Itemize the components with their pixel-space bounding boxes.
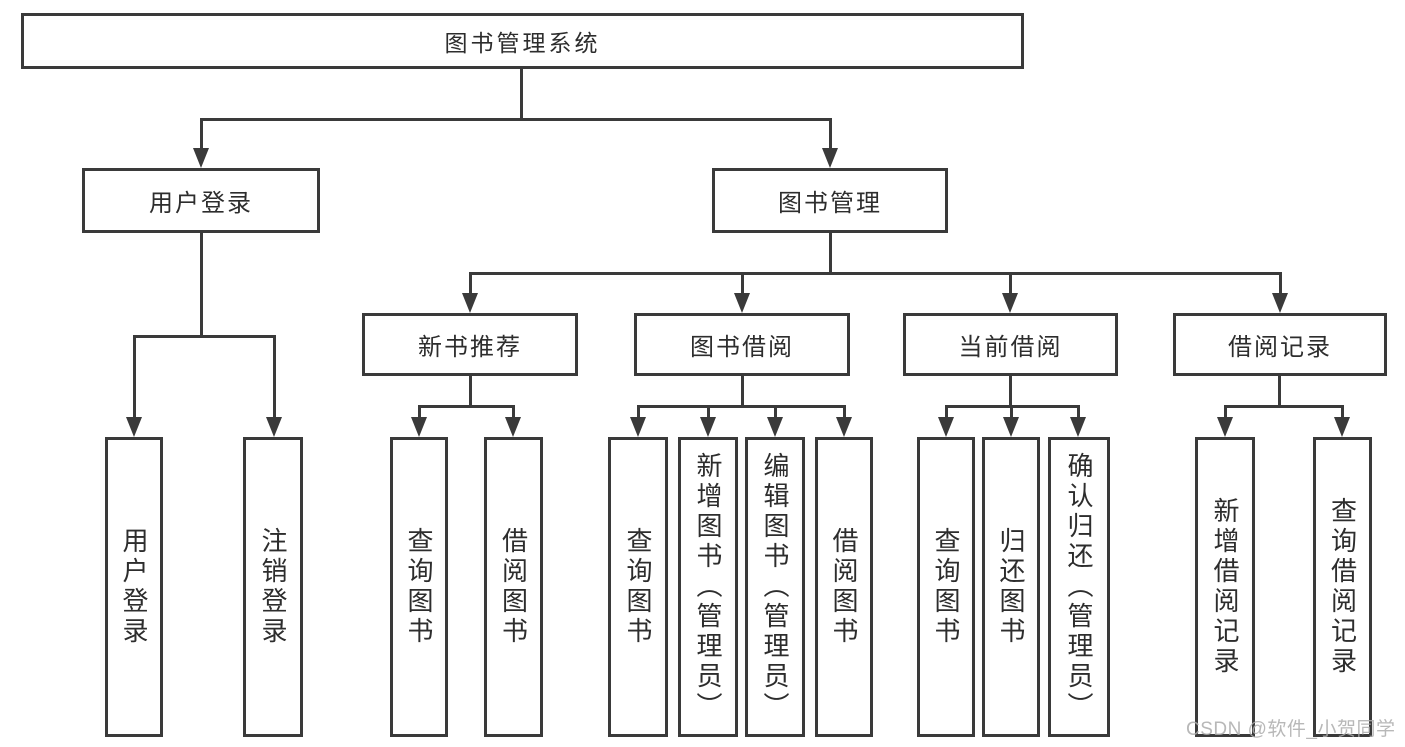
arrow-down-icon	[1070, 417, 1086, 437]
node-borrow-books-recommend: 借阅图书	[484, 437, 543, 737]
connector-drop	[945, 405, 948, 421]
connector-user-login-rail	[133, 335, 276, 338]
node-logout: 注销登录	[243, 437, 303, 737]
connector-user-login-trunk	[200, 233, 203, 335]
node-borrow-records: 借阅记录	[1173, 313, 1387, 376]
node-query-books-recommend: 查询图书	[390, 437, 448, 737]
node-book-borrow: 图书借阅	[634, 313, 850, 376]
connector-drop	[1009, 272, 1012, 296]
node-query-books-current: 查询图书	[917, 437, 975, 737]
arrow-down-icon	[822, 148, 838, 168]
connector-book-mgmt-trunk	[829, 233, 832, 272]
connector-drop	[843, 405, 846, 421]
connector-rail	[418, 405, 515, 408]
connector-drop	[637, 405, 640, 421]
connector-drop	[774, 405, 777, 421]
arrow-down-icon	[462, 293, 478, 313]
connector-root-trunk	[520, 69, 523, 118]
connector-drop	[741, 272, 744, 296]
node-user-login: 用户登录	[82, 168, 320, 233]
connector-trunk	[741, 376, 744, 405]
connector-drop	[1279, 272, 1282, 296]
arrow-down-icon	[126, 417, 142, 437]
connector-l1-drop-left	[200, 118, 203, 152]
connector-drop	[1224, 405, 1227, 421]
connector-drop	[1010, 405, 1013, 421]
arrow-down-icon	[630, 417, 646, 437]
node-user-login-leaf: 用户登录	[105, 437, 163, 737]
connector-l1-drop-right	[829, 118, 832, 152]
connector-rail	[637, 405, 846, 408]
node-query-books-borrow: 查询图书	[608, 437, 668, 737]
node-borrow-books-leaf: 借阅图书	[815, 437, 873, 737]
arrow-down-icon	[836, 417, 852, 437]
arrow-down-icon	[1334, 417, 1350, 437]
connector-rail	[1224, 405, 1344, 408]
connector-trunk	[469, 376, 472, 405]
connector-drop	[469, 272, 472, 296]
node-current-borrow: 当前借阅	[903, 313, 1118, 376]
node-edit-book-admin: 编辑图书（管理员）	[745, 437, 805, 737]
arrow-down-icon	[505, 417, 521, 437]
connector-drop	[1341, 405, 1344, 421]
connector-trunk	[1278, 376, 1281, 405]
node-book-management: 图书管理	[712, 168, 948, 233]
connector-l1-rail	[200, 118, 832, 121]
connector-l3-rail	[469, 272, 1282, 275]
connector-drop	[418, 405, 421, 421]
node-query-borrow-record: 查询借阅记录	[1313, 437, 1372, 737]
node-add-borrow-record: 新增借阅记录	[1195, 437, 1255, 737]
arrow-down-icon	[266, 417, 282, 437]
connector-drop	[512, 405, 515, 421]
node-add-book-admin: 新增图书（管理员）	[678, 437, 738, 737]
node-root: 图书管理系统	[21, 13, 1024, 69]
connector-drop	[707, 405, 710, 421]
arrow-down-icon	[411, 417, 427, 437]
arrow-down-icon	[1003, 417, 1019, 437]
node-confirm-return-admin: 确认归还（管理员）	[1048, 437, 1110, 737]
connector-drop	[273, 335, 276, 419]
watermark: CSDN @软件_小贺同学	[1186, 719, 1396, 740]
arrow-down-icon	[1272, 293, 1288, 313]
node-new-book-recommend: 新书推荐	[362, 313, 578, 376]
connector-drop	[1077, 405, 1080, 421]
node-return-book: 归还图书	[982, 437, 1040, 737]
arrow-down-icon	[1002, 293, 1018, 313]
arrow-down-icon	[193, 148, 209, 168]
arrow-down-icon	[734, 293, 750, 313]
arrow-down-icon	[1217, 417, 1233, 437]
arrow-down-icon	[938, 417, 954, 437]
arrow-down-icon	[767, 417, 783, 437]
connector-trunk	[1009, 376, 1012, 405]
connector-drop	[133, 335, 136, 419]
arrow-down-icon	[700, 417, 716, 437]
